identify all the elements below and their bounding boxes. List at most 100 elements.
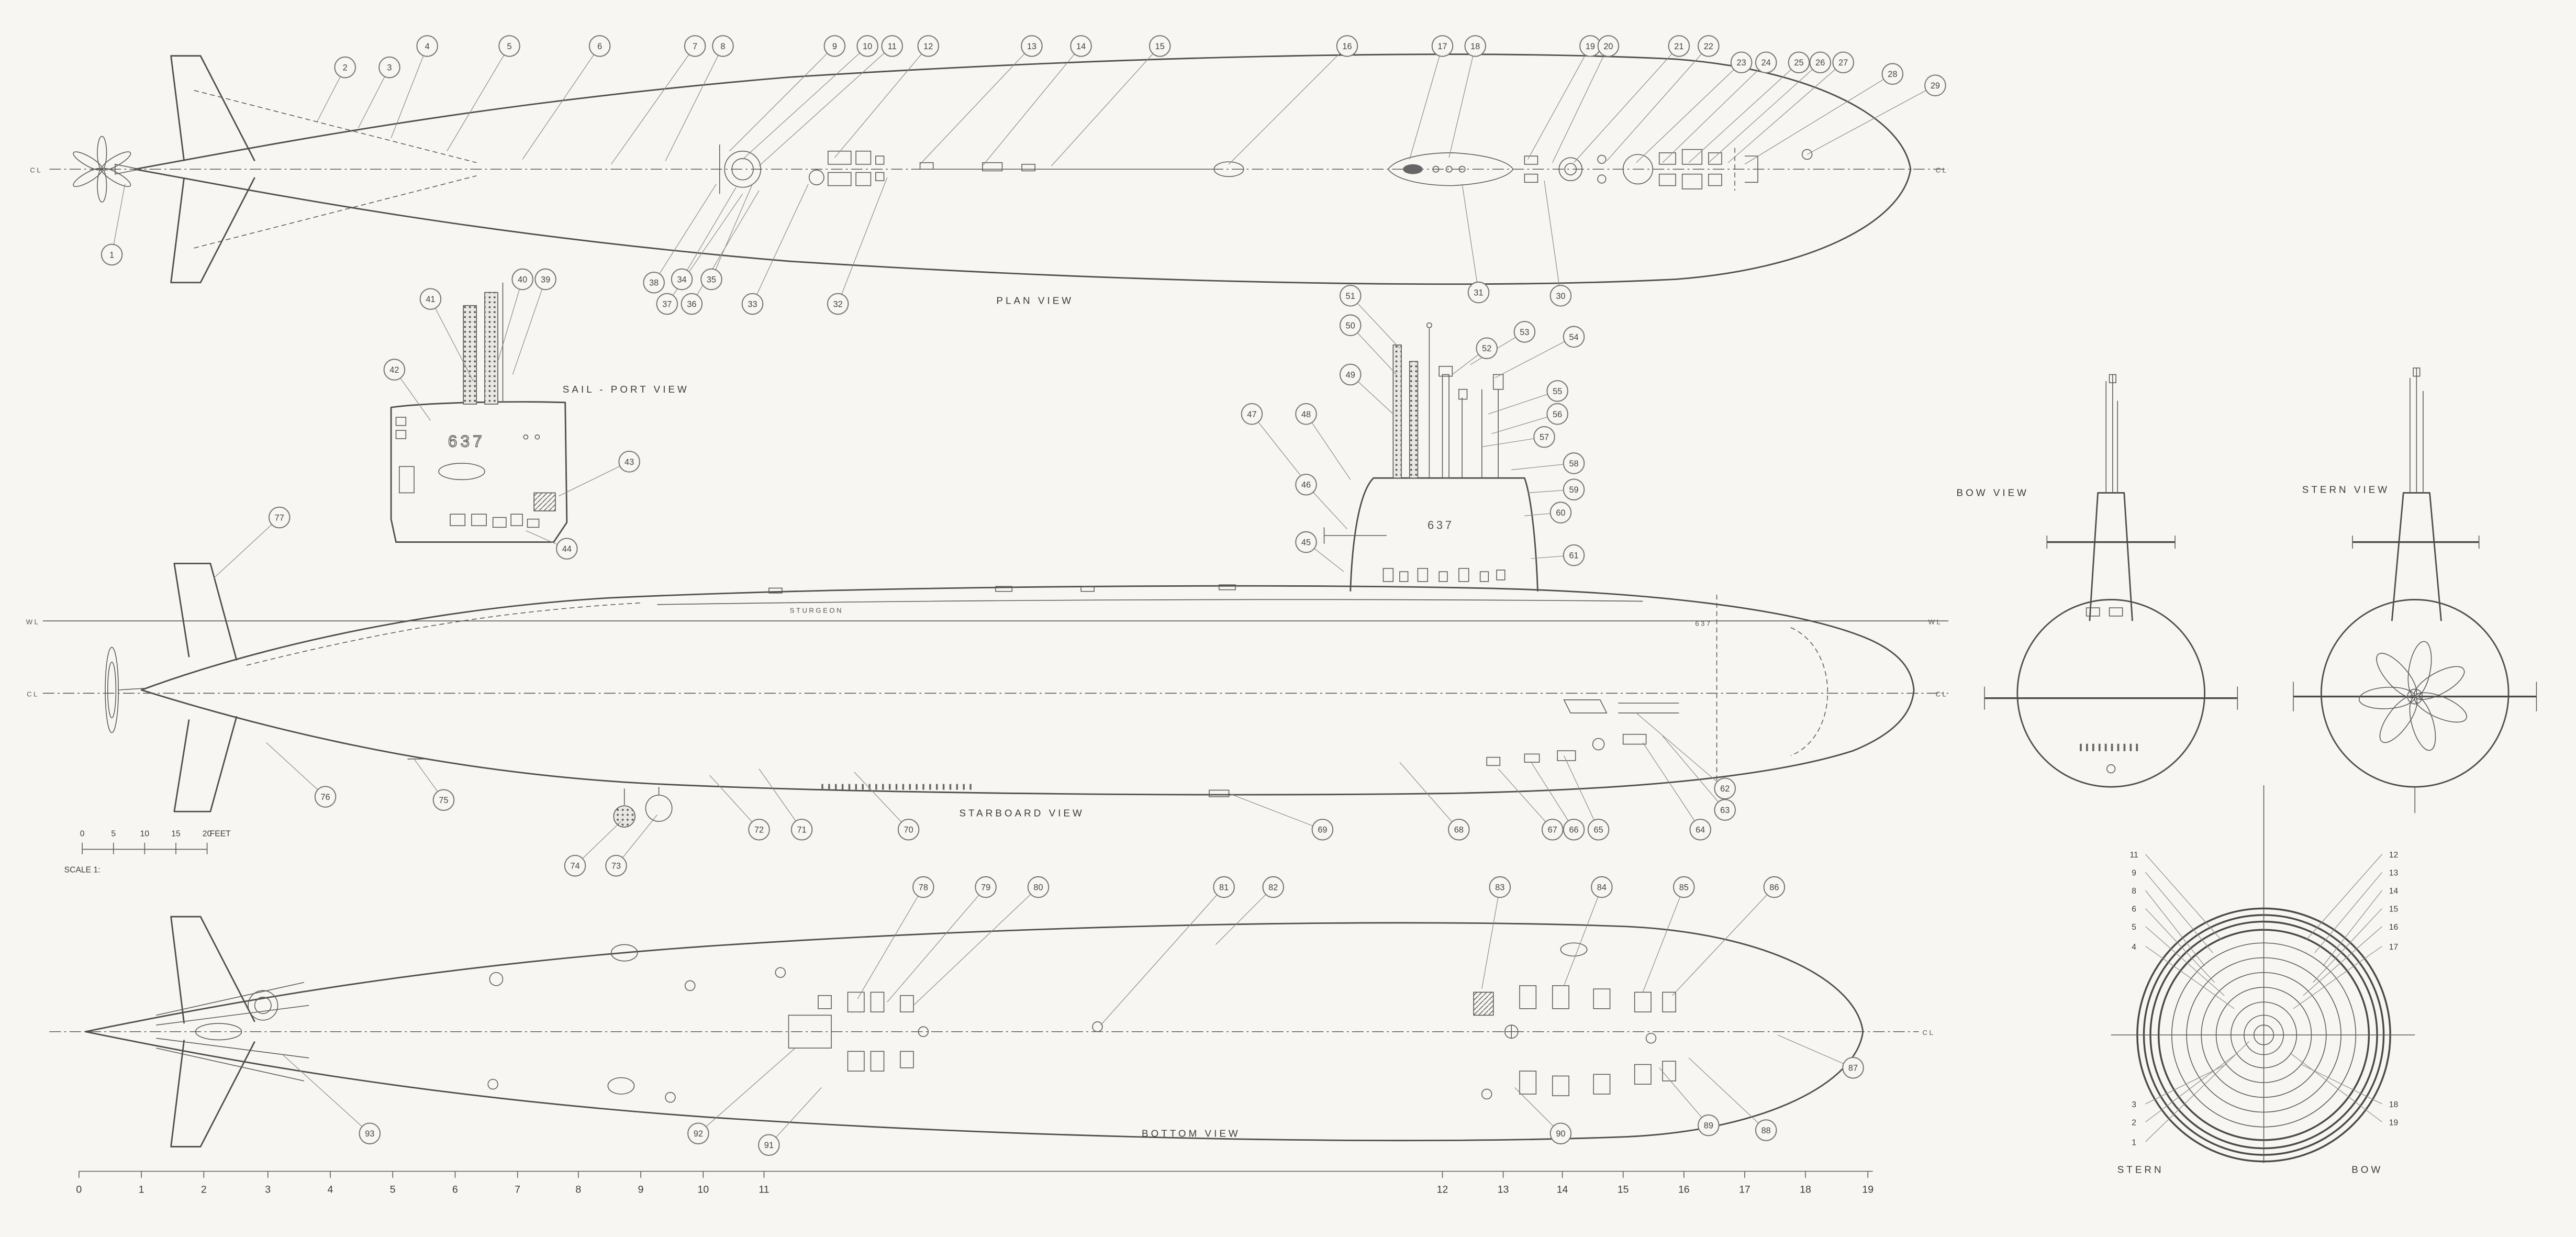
callout-number-77: 77 xyxy=(275,513,284,522)
callout-circle-71 xyxy=(790,818,813,841)
sail-detail-fittings xyxy=(395,417,556,528)
callout-circle-15 xyxy=(1148,35,1171,57)
stern-plane-port xyxy=(170,55,255,162)
callout-circle-74 xyxy=(564,854,586,877)
callout-circle-47 xyxy=(1241,403,1263,425)
callout-number-87: 87 xyxy=(1848,1064,1858,1073)
callout-number-44: 44 xyxy=(562,544,572,554)
section-station-13: 13 xyxy=(2389,869,2399,878)
callout-leader-73 xyxy=(616,815,657,866)
plan-view: CL CL PLAN VIEW xyxy=(30,53,1949,306)
callout-leader-51 xyxy=(1350,295,1400,349)
sail-side-hull-number: 637 xyxy=(1428,518,1454,531)
bow-hull-number: 637 xyxy=(1695,620,1712,628)
wl-label-right: WL xyxy=(1928,618,1943,626)
callout-circle-52 xyxy=(1476,337,1498,360)
section-station-2: 2 xyxy=(2132,1119,2136,1128)
callout-circle-48 xyxy=(1295,403,1317,425)
callout-leader-54 xyxy=(1495,336,1574,378)
scalebar-unit: FEET xyxy=(210,829,231,838)
section-leader-5 xyxy=(2145,926,2225,996)
callout-leader-76 xyxy=(266,742,326,797)
callout-leader-8 xyxy=(665,46,723,161)
callout-circle-55 xyxy=(1546,380,1568,402)
callout-circle-41 xyxy=(419,288,442,310)
callout-circle-58 xyxy=(1563,452,1585,474)
section-leader-15 xyxy=(2313,908,2382,983)
sail-hull-number: 637 xyxy=(448,432,485,451)
propeller-side xyxy=(105,647,145,733)
callout-leader-16 xyxy=(1229,46,1347,165)
callout-number-56: 56 xyxy=(1553,410,1562,419)
callout-circle-29 xyxy=(1924,74,1946,96)
stern-view-label: STERN VIEW xyxy=(2302,484,2390,495)
callout-number-21: 21 xyxy=(1674,42,1683,51)
callout-circle-22 xyxy=(1698,35,1720,57)
scalebar-caption: SCALE 1: xyxy=(64,865,101,874)
callout-circle-33 xyxy=(741,293,764,315)
callout-leader-28 xyxy=(1744,73,1893,165)
section-station-11: 11 xyxy=(2129,851,2138,860)
callout-number-84: 84 xyxy=(1597,883,1607,893)
callout-leader-10 xyxy=(742,46,868,160)
bow-planes xyxy=(1984,536,2238,710)
callout-number-54: 54 xyxy=(1569,332,1578,342)
ruler-number: 0 xyxy=(76,1184,82,1195)
bottom-hull-outline xyxy=(84,922,1864,1142)
callout-circle-4 xyxy=(416,35,438,57)
callout-number-85: 85 xyxy=(1679,883,1689,893)
callout-circle-10 xyxy=(856,35,878,57)
callout-leader-29 xyxy=(1806,85,1936,155)
callout-leader-33 xyxy=(752,184,809,304)
callout-number-70: 70 xyxy=(904,826,913,835)
callout-number-12: 12 xyxy=(923,42,933,51)
ruler-number: 4 xyxy=(328,1184,333,1195)
callout-circle-50 xyxy=(1339,314,1362,337)
scalebar-number: 10 xyxy=(140,829,150,838)
callout-leader-56 xyxy=(1491,414,1558,434)
callout-leader-38 xyxy=(653,184,717,283)
callout-leader-43 xyxy=(558,461,630,497)
callout-leader-7 xyxy=(611,46,696,165)
callout-number-40: 40 xyxy=(518,275,527,284)
ruler-number: 1 xyxy=(139,1184,144,1195)
section-station-6: 6 xyxy=(2132,905,2136,914)
ruler-number: 2 xyxy=(201,1184,207,1195)
scalebar-number: 15 xyxy=(171,829,181,838)
section-leader-4 xyxy=(2145,946,2235,1009)
callout-number-69: 69 xyxy=(1318,826,1327,835)
callout-number-20: 20 xyxy=(1603,42,1613,51)
callout-circle-54 xyxy=(1563,326,1585,348)
callout-circle-49 xyxy=(1339,363,1362,386)
callout-circle-5 xyxy=(498,35,520,57)
callout-leader-63 xyxy=(1662,735,1725,810)
callout-number-46: 46 xyxy=(1301,481,1311,490)
callout-number-58: 58 xyxy=(1569,459,1578,469)
callout-leader-1 xyxy=(111,184,126,255)
callout-number-88: 88 xyxy=(1761,1126,1771,1135)
callout-number-1: 1 xyxy=(109,250,114,260)
callout-number-15: 15 xyxy=(1155,42,1165,51)
callout-circle-63 xyxy=(1714,799,1736,821)
callout-circle-87 xyxy=(1842,1056,1864,1079)
callout-number-6: 6 xyxy=(597,42,602,51)
bottom-hull-details xyxy=(156,942,1676,1103)
section-leader-2 xyxy=(2145,1053,2238,1122)
callout-leader-32 xyxy=(838,177,888,304)
callout-circle-82 xyxy=(1262,876,1285,898)
callout-leader-79 xyxy=(887,887,986,1002)
bow-sail xyxy=(2089,492,2133,621)
plan-hull-outline xyxy=(134,53,1912,285)
callout-leader-25 xyxy=(1688,62,1799,163)
callout-number-7: 7 xyxy=(693,42,697,51)
ruler-number: 14 xyxy=(1557,1184,1568,1195)
callout-circle-88 xyxy=(1755,1119,1777,1141)
callout-circle-84 xyxy=(1591,876,1613,898)
callout-circle-77 xyxy=(268,506,291,529)
callout-leader-34 xyxy=(682,187,737,280)
scalebar-number: 5 xyxy=(111,829,116,838)
callout-circle-80 xyxy=(1027,876,1050,898)
callout-number-90: 90 xyxy=(1556,1129,1565,1139)
plan-view-label: PLAN VIEW xyxy=(996,295,1074,306)
